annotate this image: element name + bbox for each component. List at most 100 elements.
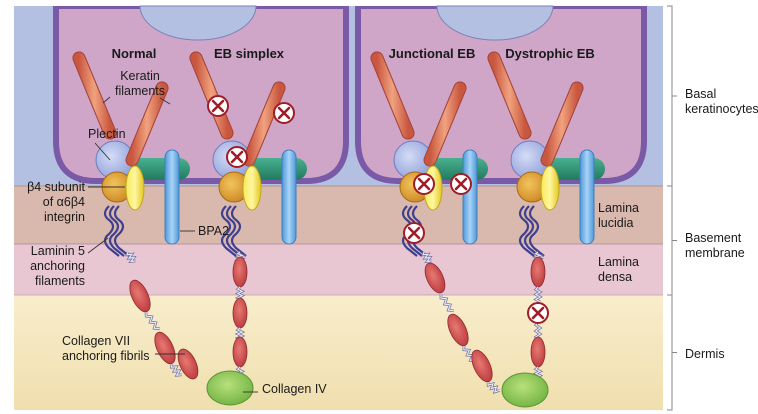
keratin-filament-3-2 — [541, 82, 583, 166]
plectin-label: Plectin — [88, 127, 126, 141]
anchoring-link — [534, 286, 542, 303]
bpa2-protein — [281, 149, 297, 245]
collagen-iv-label: Collagen IV — [262, 382, 327, 396]
keratin-filament-1-2 — [243, 82, 285, 166]
collagen-vii-segment — [177, 348, 199, 380]
column-title-normal: Normal — [112, 46, 157, 61]
bpa2-label: BPA2 — [198, 224, 229, 238]
leader-line — [87, 237, 109, 254]
dermis-layer — [14, 295, 663, 410]
bracket-label-line: Basement — [685, 231, 742, 245]
keratin-filaments-label-line: Keratin — [120, 69, 160, 83]
integrin-beta4 — [540, 165, 560, 211]
leader-line — [159, 97, 171, 105]
integrin-label-line: of α6β4 — [43, 195, 85, 209]
laminin-label-line: anchoring — [30, 259, 85, 273]
top-mask — [354, 0, 648, 6]
bpa2-label-line: BPA2 — [198, 224, 229, 238]
bracket-label-line: Basal — [685, 87, 716, 101]
laminin-5-strand — [528, 205, 545, 257]
laminin-5-strand — [220, 205, 237, 257]
anchoring-link — [145, 311, 160, 330]
collagen-vii-segment — [129, 279, 151, 313]
collagen-vii-segment — [530, 336, 546, 368]
anchoring-link — [487, 381, 500, 393]
keratin-filament-3-1 — [488, 52, 531, 139]
anchoring-link — [422, 251, 432, 263]
plectin-label-line: Plectin — [88, 127, 126, 141]
bracket-label-dermis: Dermis — [685, 347, 725, 361]
keratin-filament-0-2 — [126, 82, 168, 166]
laminin-5-strand — [225, 205, 242, 257]
lamina-lucidia-label-line: Lamina — [598, 201, 639, 215]
column-title-eb-simplex: EB simplex — [214, 46, 285, 61]
anchoring-link — [170, 363, 182, 376]
defect-icon — [273, 102, 295, 124]
keratinocyte-right — [355, 3, 647, 184]
collagen-vii-segment — [154, 331, 176, 365]
laminin-label-line: Laminin 5 — [31, 244, 85, 258]
defect-icon — [226, 146, 248, 168]
collagen-vii-segment — [447, 313, 469, 347]
leader-line — [94, 142, 111, 161]
laminin-5-strand — [113, 205, 130, 257]
defect-icon — [527, 302, 549, 324]
column-title-junctional-eb-line: Junctional EB — [389, 46, 476, 61]
defect-icon — [413, 173, 435, 195]
keratin-filament-2-1 — [371, 52, 414, 139]
defect-icon — [403, 222, 425, 244]
defect-x — [417, 177, 431, 191]
anchoring-link — [126, 251, 136, 263]
bracket-dermis — [667, 294, 673, 411]
defect-x — [230, 150, 244, 164]
anchoring-link — [534, 321, 542, 341]
bpa2-protein — [462, 149, 478, 245]
collagen-vii-segment — [232, 336, 248, 368]
collagen-iv — [501, 372, 549, 408]
defect-x — [277, 106, 291, 120]
defect-x — [531, 306, 545, 320]
bracket-basal-keratinocytes — [667, 5, 673, 187]
nucleus-left — [139, 5, 257, 41]
collagen-iv-label-line: Collagen IV — [262, 382, 327, 396]
bpa2-protein — [164, 149, 180, 245]
lamina-lucidia-label-line: lucidia — [598, 216, 633, 230]
laminin-5-strand — [108, 205, 125, 257]
lamina-densa-layer — [14, 244, 663, 295]
laminin-label-line: filaments — [35, 274, 85, 288]
bracket-basement-membrane — [667, 185, 673, 296]
integrin-label-line: integrin — [44, 210, 85, 224]
laminin-5-strand — [518, 205, 535, 257]
integrin-beta4 — [242, 165, 262, 211]
integrin-beta4 — [125, 165, 145, 211]
keratinocyte-left — [53, 3, 349, 184]
collagen-vii-segment — [232, 256, 248, 288]
collagen-vii-segment — [471, 349, 493, 383]
integrin-label-line: β4 subunit — [27, 180, 85, 194]
bracket-label-line: membrane — [685, 246, 745, 260]
collagen-iv — [206, 370, 254, 406]
collagen-vii-label-line: Collagen VII — [62, 334, 130, 348]
column-title-eb-simplex-line: EB simplex — [214, 46, 285, 61]
defect-x — [407, 226, 421, 240]
column-title-junctional-eb: Junctional EB — [389, 46, 476, 61]
collagen-vii-segment — [424, 262, 446, 294]
collagen-vii-segment — [530, 256, 546, 288]
laminin-5-strand — [523, 205, 540, 257]
bracket-label-line: Dermis — [685, 347, 725, 361]
collagen-vii-segment — [232, 297, 248, 329]
leader-line — [102, 96, 111, 104]
laminin-5-strand — [230, 205, 247, 257]
defect-x — [211, 99, 225, 113]
keratin-filaments-label-line: filaments — [115, 84, 165, 98]
defect-icon — [207, 95, 229, 117]
